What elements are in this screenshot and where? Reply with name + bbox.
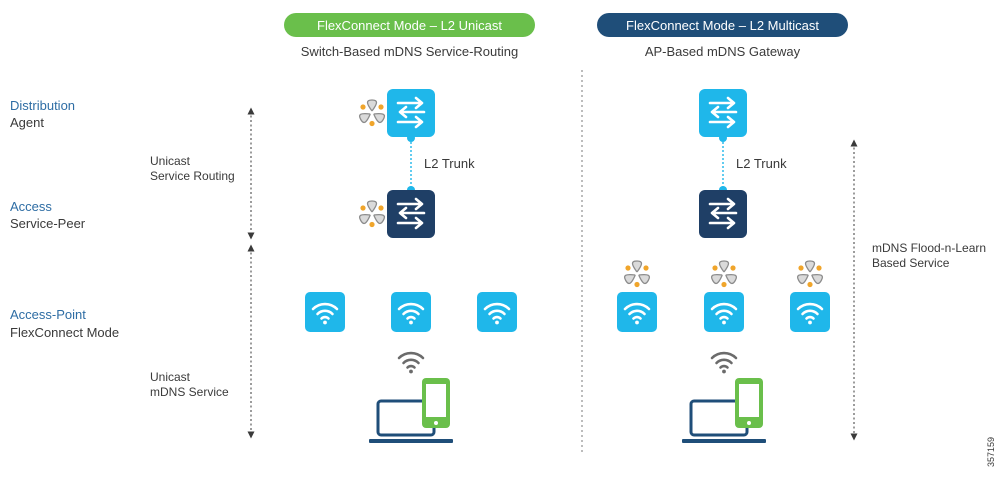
figure-id: 357159 (986, 437, 996, 467)
wifi-icon (305, 292, 345, 332)
mdns-service-icon (622, 260, 652, 288)
left-mode-pill (284, 13, 535, 37)
wifi-icon (477, 292, 517, 332)
note-unicast-routing-line2: Service Routing (150, 169, 235, 183)
mdns-service-icon (357, 200, 387, 228)
wifi-icon (391, 292, 431, 332)
note-flood-line2: Based Service (872, 256, 950, 270)
mdns-service-icon (795, 260, 825, 288)
wifi-icon (704, 292, 744, 332)
laptop-phone-icon (680, 376, 768, 445)
right-trunk-label: L2 Trunk (736, 156, 787, 171)
wifi-icon (617, 292, 657, 332)
note-unicast-routing-line1: Unicast (150, 154, 191, 168)
switch-icon (387, 190, 435, 238)
row-distribution-title: Distribution (10, 98, 75, 113)
mdns-service-icon (357, 99, 387, 127)
row-access-sub: Service-Peer (10, 216, 86, 231)
row-distribution-sub: Agent (10, 115, 44, 130)
switch-icon (699, 89, 747, 137)
right-mode-label: FlexConnect Mode – L2 Multicast (626, 18, 819, 33)
wifi-signal-icon (710, 351, 738, 375)
switch-icon (387, 89, 435, 137)
right-subtitle: AP-Based mDNS Gateway (645, 44, 801, 59)
switch-icon (699, 190, 747, 238)
laptop-phone-icon (367, 376, 455, 445)
mdns-service-icon (709, 260, 739, 288)
row-access-point-sub: FlexConnect Mode (10, 325, 119, 340)
row-access-point-title: Access-Point (10, 307, 86, 322)
left-trunk-label: L2 Trunk (424, 156, 475, 171)
row-access-title: Access (10, 199, 52, 214)
wifi-signal-icon (397, 351, 425, 375)
right-mode-pill (597, 13, 848, 37)
note-unicast-service-line1: Unicast (150, 370, 191, 384)
left-subtitle: Switch-Based mDNS Service-Routing (301, 44, 518, 59)
note-unicast-service-line2: mDNS Service (150, 385, 229, 399)
note-flood-line1: mDNS Flood-n-Learn (872, 241, 986, 255)
left-mode-label: FlexConnect Mode – L2 Unicast (317, 18, 502, 33)
wifi-icon (790, 292, 830, 332)
